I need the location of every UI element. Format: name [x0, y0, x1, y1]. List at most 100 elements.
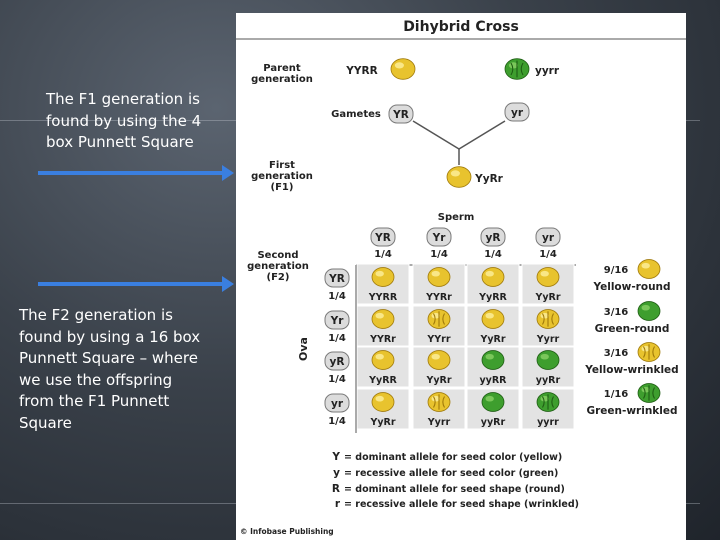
f1-label: (F1): [271, 182, 294, 193]
punnett-seed: [481, 267, 505, 287]
f1-explanation-text: The F1 generation is found by using the …: [46, 89, 201, 154]
f1-label: generation: [251, 171, 313, 182]
sperm-gamete-2-badge: [480, 227, 506, 247]
punnett-seed: [536, 309, 560, 329]
ratio-seed: [637, 342, 661, 362]
f1-arrow: [38, 165, 234, 181]
punnett-genotype: YYrr: [426, 334, 450, 345]
sperm-gamete-0-badge: [370, 227, 396, 247]
gametes-label: Gametes: [331, 109, 381, 120]
f2-note-line: The F2 generation is: [19, 306, 173, 324]
sperm-gamete-1-badge: [426, 227, 452, 247]
ratio-fraction: 3/16: [604, 307, 629, 318]
sperm-gamete-1: Yr: [432, 232, 447, 244]
sperm-gamete-2: yR: [486, 232, 501, 244]
punnett-genotype: YyRr: [534, 292, 560, 303]
f1-note-line: box Punnett Square: [46, 133, 194, 151]
f2-note-line: Square: [19, 413, 72, 432]
ova-gamete-3: yr: [331, 398, 344, 410]
gamete-2: yr: [511, 107, 524, 119]
ova-freq-3: 1/4: [328, 416, 346, 427]
sperm-gamete-0: YR: [374, 232, 391, 244]
gamete-2-badge: [504, 102, 530, 122]
ratio-seed: [637, 383, 661, 403]
sperm-freq-3: 1/4: [539, 249, 557, 260]
ova-gamete-2: yR: [330, 356, 345, 368]
key-text: = dominant allele for seed color (yellow…: [344, 452, 562, 463]
punnett-genotype: yyrr: [537, 417, 559, 428]
punnett-seed: [427, 392, 451, 412]
sperm-gamete-3-badge: [535, 227, 561, 247]
figure-title: Dihybrid Cross: [403, 19, 519, 35]
ova-gamete-2-badge: [324, 351, 350, 371]
ova-gamete-3-badge: [324, 393, 350, 413]
punnett-seed: [427, 350, 451, 370]
f2-label: generation: [247, 261, 309, 272]
key-symbol: y: [333, 467, 340, 479]
ova-freq-2: 1/4: [328, 374, 346, 385]
punnett-cell: [412, 305, 466, 347]
punnett-genotype: Yyrr: [536, 334, 560, 345]
punnett-genotype: yyRr: [481, 417, 506, 428]
ratio-label: Yellow-round: [592, 281, 670, 293]
punnett-seed: [481, 350, 505, 370]
sperm-freq-1: 1/4: [430, 249, 448, 260]
key-symbol: Y: [331, 451, 340, 463]
parent-label: generation: [251, 74, 313, 85]
punnett-seed: [481, 309, 505, 329]
key-text: = recessive allele for seed shape (wrink…: [344, 499, 579, 510]
key-symbol: r: [335, 498, 341, 510]
ratio-label: Green-round: [595, 323, 670, 335]
punnett-genotype: YyRR: [478, 292, 507, 303]
ratio-label: Yellow-wrinkled: [584, 364, 678, 376]
key-text: = recessive allele for seed color (green…: [344, 468, 558, 479]
f2-label: (F2): [267, 272, 290, 283]
ratio-fraction: 9/16: [604, 265, 629, 276]
sperm-gamete-3: yr: [542, 232, 555, 244]
publisher-credit: © Infobase Publishing: [240, 527, 334, 536]
sperm-freq-0: 1/4: [374, 249, 392, 260]
punnett-genotype: YyRr: [479, 334, 505, 345]
f1-note-line: found by using the 4: [46, 111, 202, 130]
parent2-genotype: yyrr: [535, 65, 560, 77]
punnett-seed: [371, 350, 395, 370]
key-text: = dominant allele for seed shape (round): [344, 484, 565, 495]
ratio-label: Green-wrinkled: [586, 405, 677, 417]
punnett-genotype: YYRr: [369, 334, 396, 345]
ova-gamete-1: Yr: [330, 315, 345, 327]
f1-note-line: The F1 generation is: [46, 90, 200, 108]
ova-gamete-1-badge: [324, 310, 350, 330]
sperm-label: Sperm: [438, 212, 475, 223]
gamete-line-2: [458, 120, 506, 150]
f2-note-line: from the F1 Punnett: [19, 392, 170, 410]
ova-freq-1: 1/4: [328, 333, 346, 344]
ova-gamete-0: YR: [328, 273, 345, 285]
punnett-genotype: Yyrr: [427, 417, 451, 428]
f2-note-line: Punnett Square – where: [19, 349, 198, 367]
punnett-genotype: YyRr: [425, 375, 451, 386]
punnett-seed: [481, 392, 505, 412]
f2-label: Second: [257, 250, 298, 261]
f1-seed: [446, 166, 472, 188]
gamete-1-badge: [388, 104, 414, 124]
ratio-fraction: 3/16: [604, 348, 629, 359]
punnett-genotype: YYRr: [425, 292, 452, 303]
f2-note-line: found by using a 16 box: [19, 327, 201, 346]
punnett-genotype: YyRR: [368, 375, 397, 386]
punnett-seed: [536, 350, 560, 370]
punnett-seed: [371, 267, 395, 287]
parent-label: Parent: [263, 63, 301, 74]
gamete-1: YR: [392, 109, 409, 121]
punnett-seed: [536, 392, 560, 412]
ova-freq-0: 1/4: [328, 291, 346, 302]
ratio-seed: [637, 259, 661, 279]
parent2-seed: [504, 58, 530, 80]
punnett-seed: [427, 309, 451, 329]
f1-genotype: YyRr: [474, 173, 504, 185]
parent1-seed: [390, 58, 416, 80]
punnett-seed: [536, 267, 560, 287]
f2-explanation-text: The F2 generation is found by using a 16…: [19, 305, 200, 434]
punnett-genotype: yyRr: [536, 375, 561, 386]
